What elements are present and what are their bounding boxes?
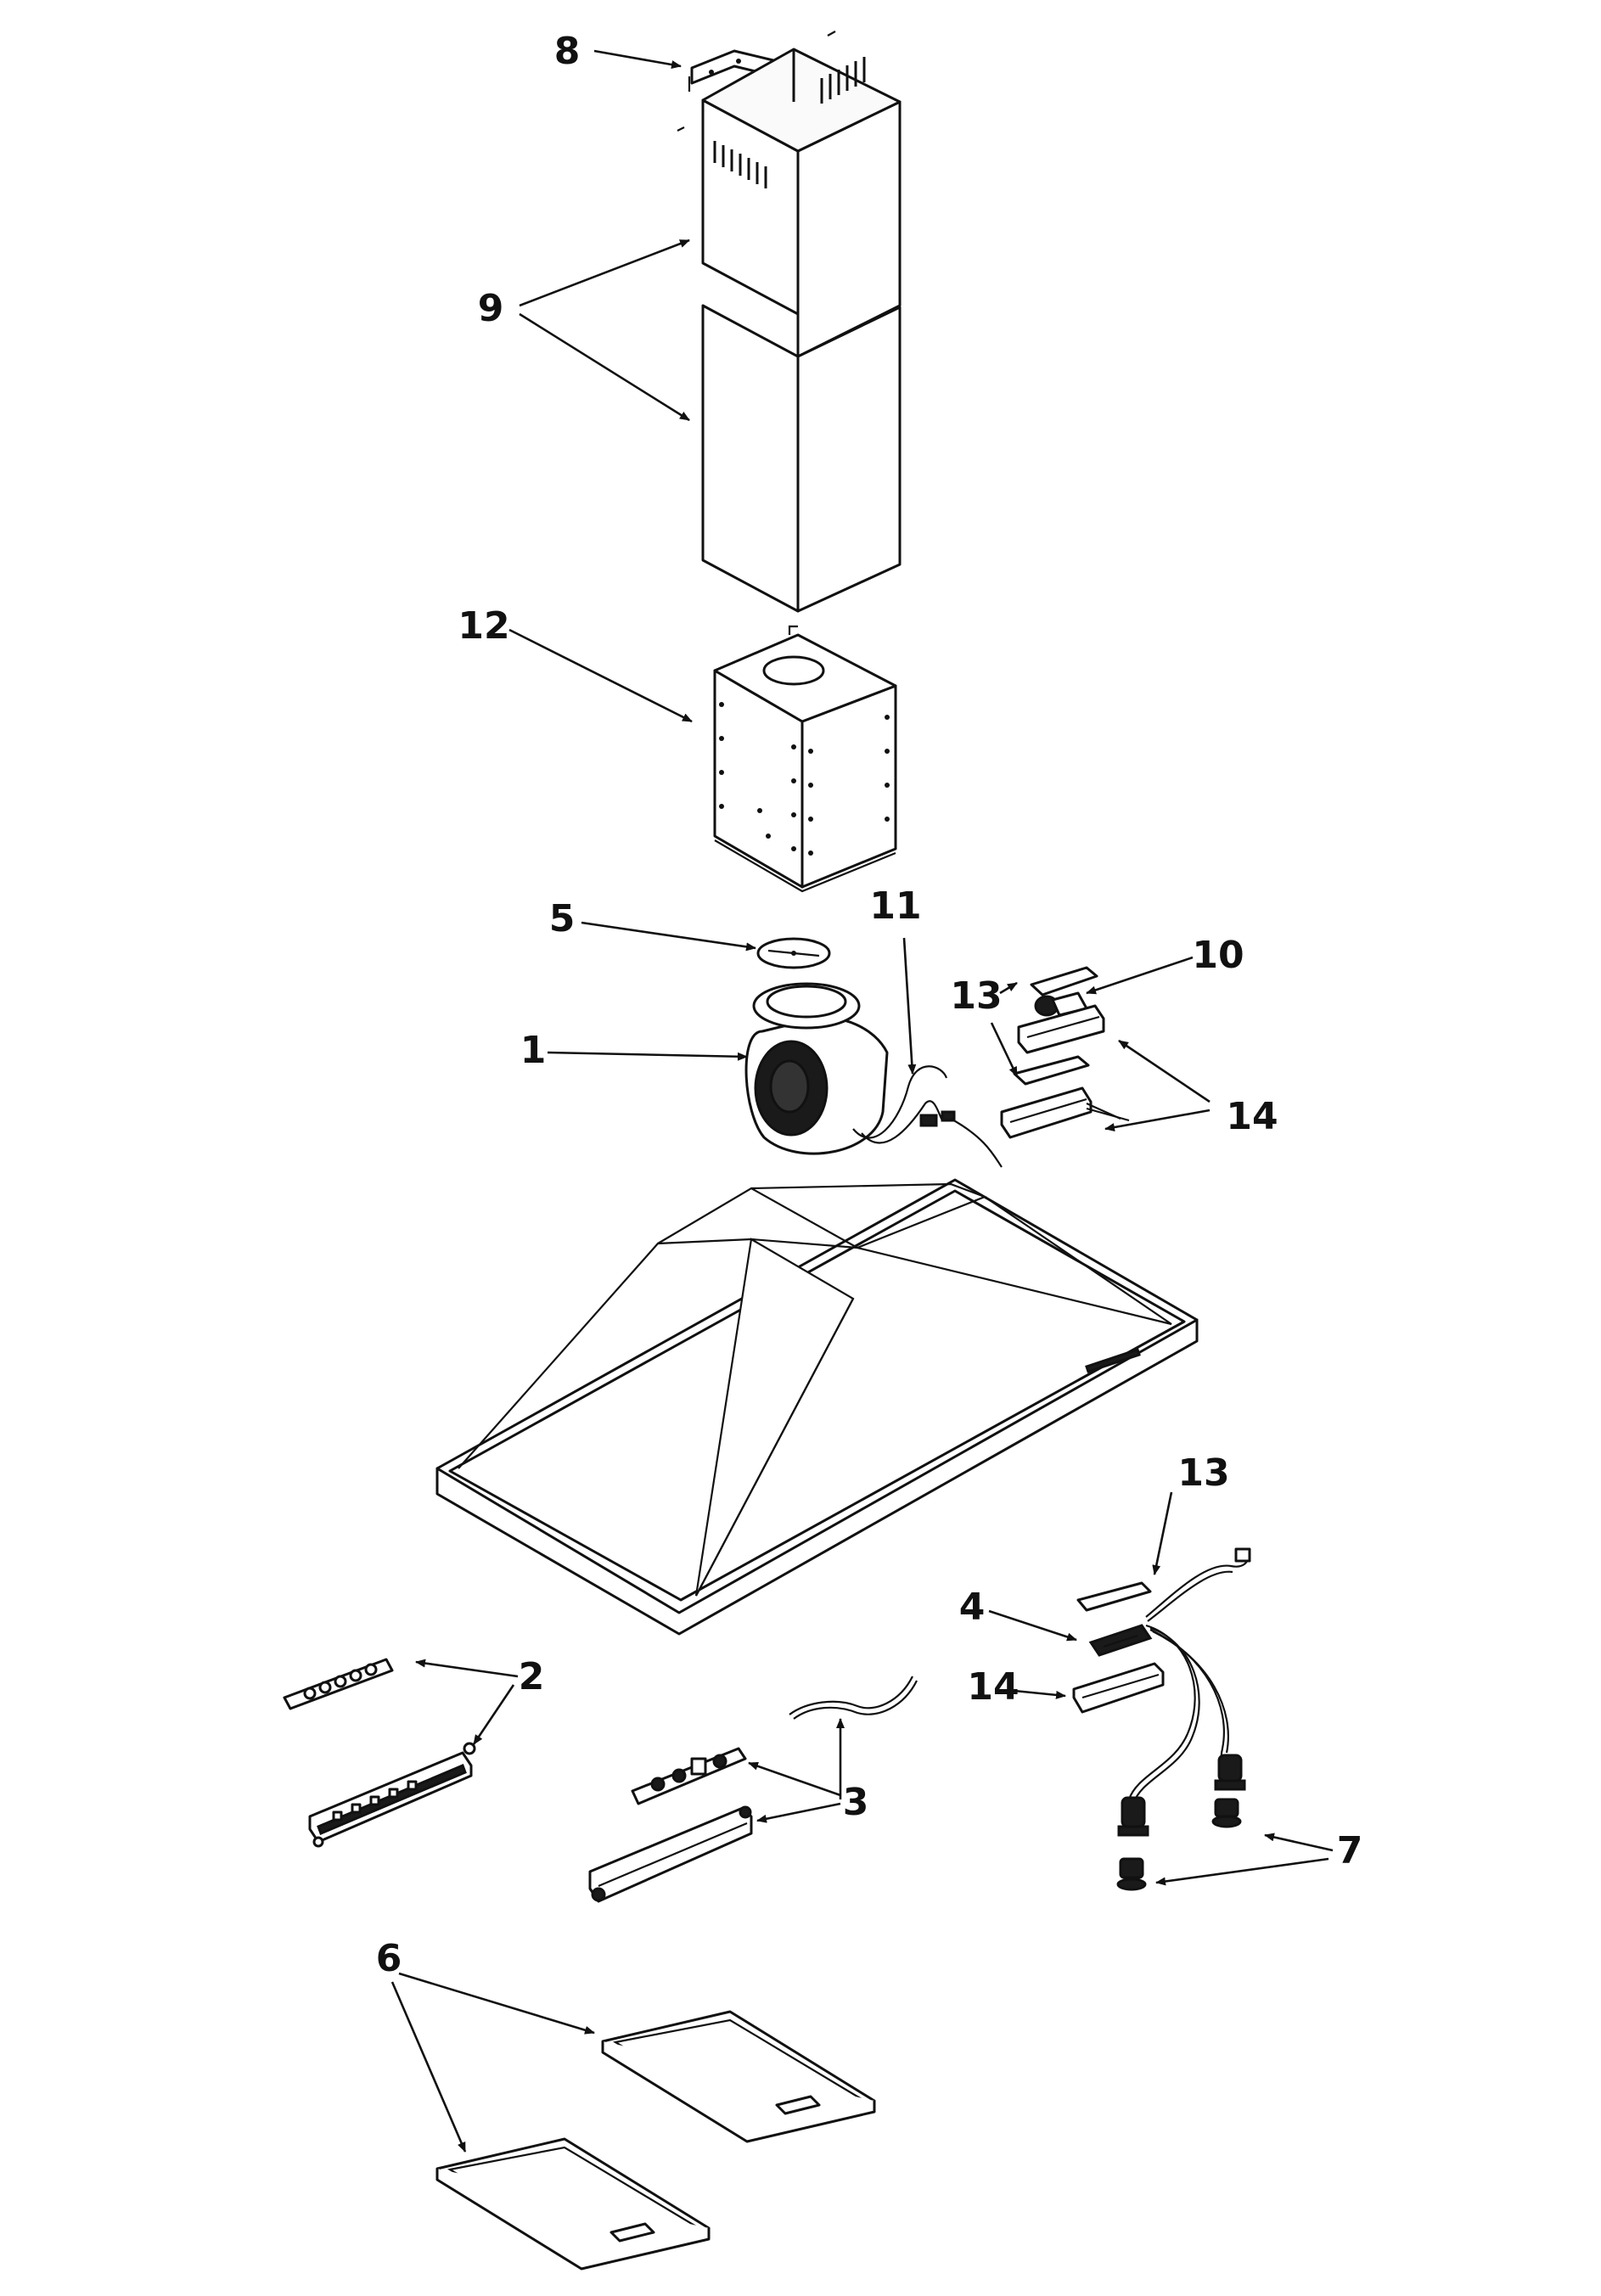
switch-board xyxy=(631,1747,747,1805)
control-panel-assembly xyxy=(308,1742,476,1848)
callout-12: 12 xyxy=(458,604,509,648)
vent-slots-right xyxy=(820,57,866,104)
halogen-lamp-right xyxy=(1214,1754,1246,1791)
wire-harness xyxy=(852,1065,1003,1168)
grease-filter-lower xyxy=(435,2137,711,2271)
callout-14-upper: 14 xyxy=(1226,1095,1278,1138)
callout-2: 2 xyxy=(519,1655,545,1698)
callout-9: 9 xyxy=(478,287,504,330)
blower-motor xyxy=(744,982,889,1155)
vent-slots-left xyxy=(713,141,767,188)
damper xyxy=(756,937,831,969)
housing-rivets xyxy=(719,702,890,856)
chimney-duct xyxy=(701,48,902,613)
leader-lines xyxy=(390,49,1334,2153)
callout-3: 3 xyxy=(843,1781,869,1824)
callout-8: 8 xyxy=(554,30,581,73)
hood-badge xyxy=(1085,1348,1141,1373)
halogen-lamp-left xyxy=(1117,1796,1149,1837)
lamp-bulb-right xyxy=(1211,1798,1242,1828)
callout-6: 6 xyxy=(376,1937,402,1980)
callout-13-upper: 13 xyxy=(950,974,1002,1018)
callout-13-lower: 13 xyxy=(1177,1451,1229,1495)
callout-7: 7 xyxy=(1337,1829,1363,1872)
lamp-bulb-left xyxy=(1116,1857,1147,1891)
callout-14-lower: 14 xyxy=(967,1665,1019,1709)
light-housing-middle xyxy=(1000,1086,1130,1139)
blower-housing xyxy=(713,625,897,893)
control-panel-overlay xyxy=(283,1658,394,1710)
lamp-lens-upper xyxy=(1030,966,1098,996)
switch-housing xyxy=(588,1805,753,1903)
light-housing-lower xyxy=(1072,1662,1165,1714)
switch-wire xyxy=(789,1676,918,1720)
callout-4: 4 xyxy=(959,1586,986,1629)
callout-labels: 8 9 12 5 11 10 13 1 14 13 4 2 14 3 7 6 xyxy=(376,30,1363,1980)
light-socket-board xyxy=(1088,1624,1153,1657)
grease-filter-upper xyxy=(601,2010,876,2143)
callout-10: 10 xyxy=(1192,934,1244,977)
callout-11: 11 xyxy=(869,884,921,928)
callout-1: 1 xyxy=(520,1029,547,1072)
lamp-lens-lower xyxy=(1076,1581,1152,1612)
callout-5: 5 xyxy=(549,897,576,940)
hood-canopy xyxy=(435,1178,1199,1636)
lamp-lens-middle xyxy=(1013,1055,1090,1086)
light-housing-upper xyxy=(1017,1004,1105,1054)
